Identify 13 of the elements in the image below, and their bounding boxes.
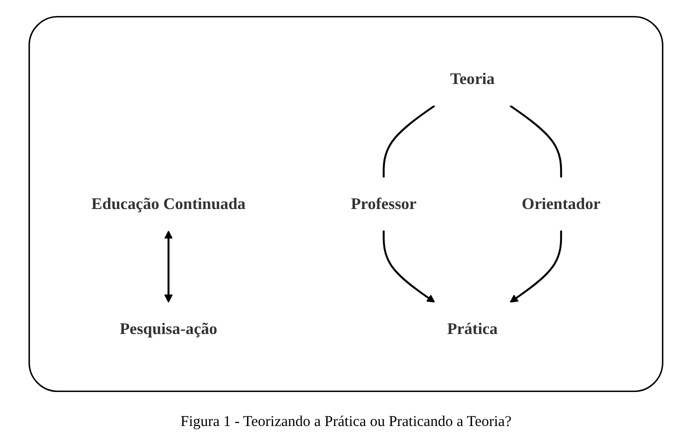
node-text: Educação Continuada: [92, 194, 246, 213]
cluster: [28, 16, 664, 392]
arrow: [164, 230, 173, 303]
node-text: Prática: [447, 320, 498, 338]
node-text: Orientador: [522, 194, 600, 213]
node-text: Professor: [350, 194, 417, 213]
figure-caption: Figura 1 - Teorizando a Prática ou Praticando a Teoria?: [180, 413, 512, 432]
arrow: [382, 230, 436, 303]
node-text: Teoria: [450, 70, 495, 88]
node-text: Pesquisa-ação: [120, 320, 218, 338]
connector: [382, 104, 436, 178]
arrow: [510, 230, 562, 303]
connector: [510, 104, 562, 178]
